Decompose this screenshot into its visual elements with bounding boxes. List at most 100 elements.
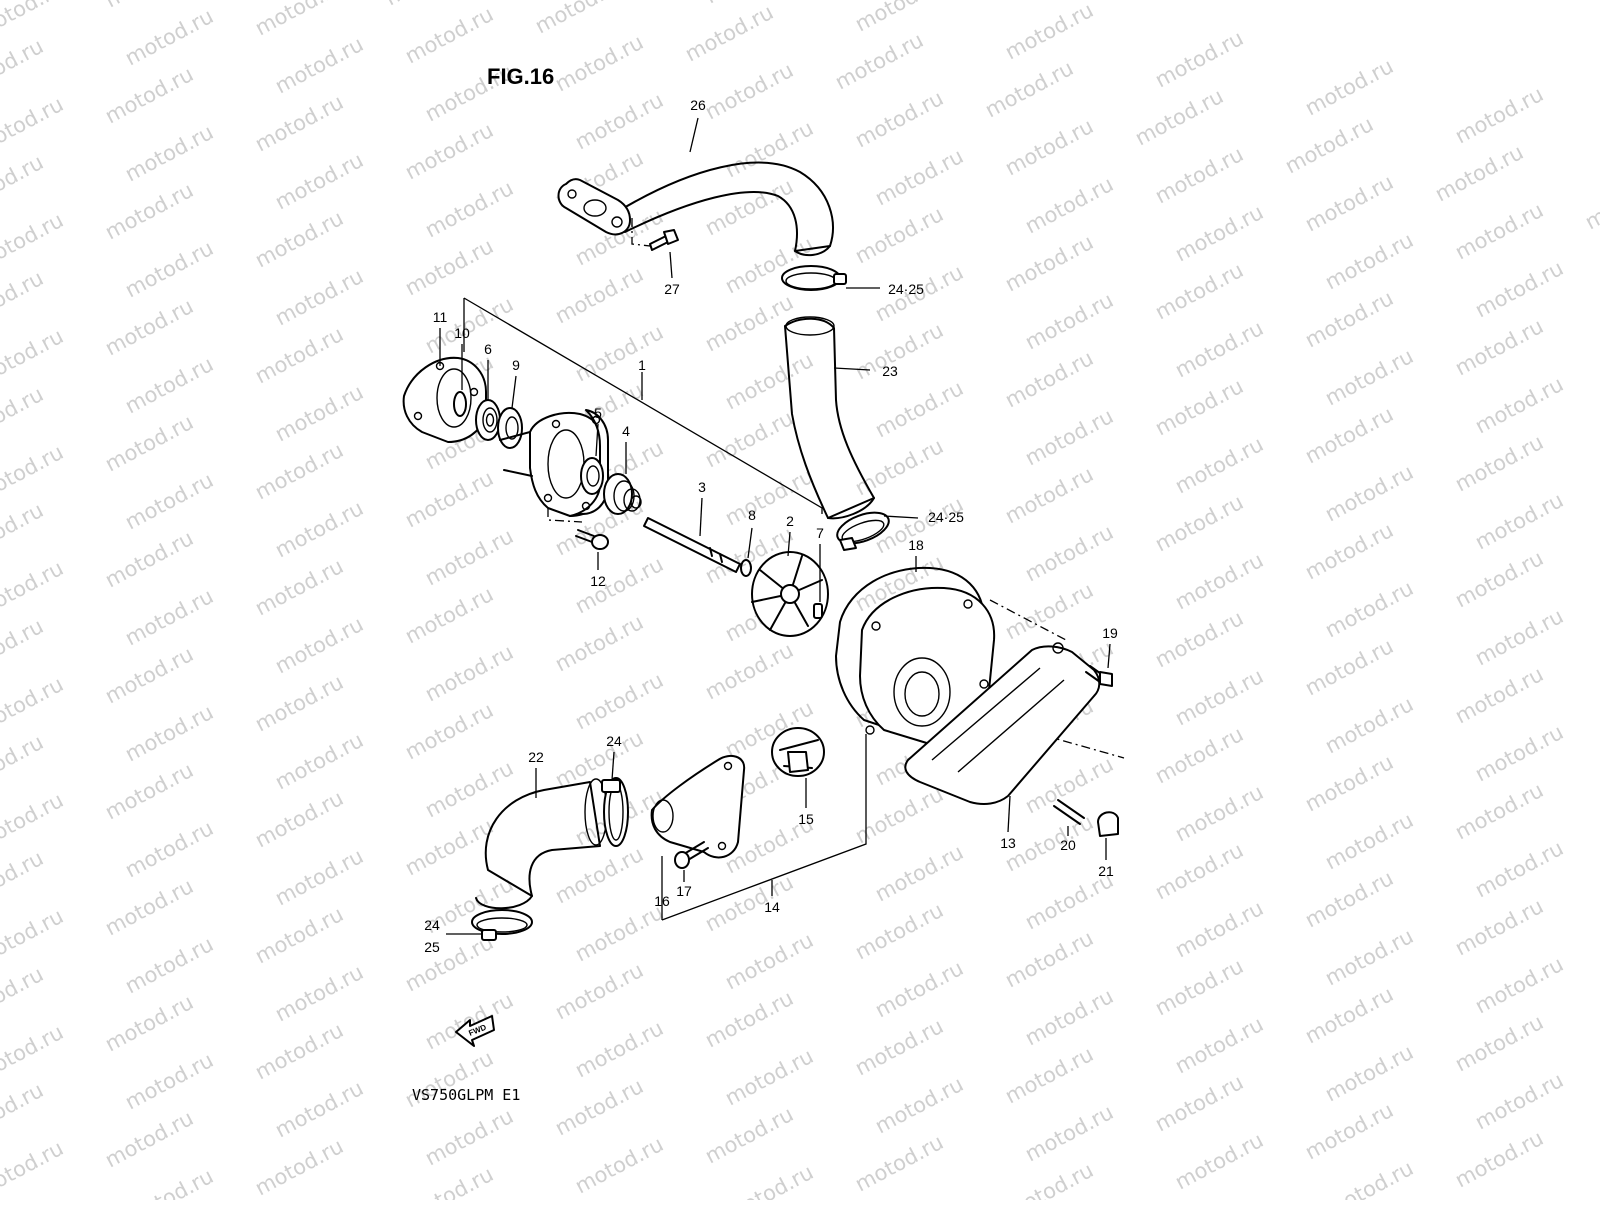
watermark-text: motod.ru [271,612,367,678]
callout-27: 27 [664,281,680,297]
part-5-seal [580,457,604,495]
watermark-text: motod.ru [101,758,197,824]
callout-8: 8 [748,507,756,523]
watermark-text: motod.ru [121,1164,217,1200]
watermark-text: motod.ru [121,816,217,882]
part-13-cover [904,642,1101,805]
part-7-pin [813,603,823,619]
watermark-text: motod.ru [0,92,67,158]
watermark-text: motod.ru [251,786,347,852]
callout-22: 22 [528,749,544,765]
watermark-text: motod.ru [101,178,197,244]
watermark-text: motod.ru [1301,286,1397,352]
watermark-text: motod.ru [271,264,367,330]
watermark-text: motod.ru [1001,1042,1097,1108]
watermark-text: motod.ru [421,1104,517,1170]
watermark-text: motod.ru [1321,228,1417,294]
watermark-text: motod.ru [1151,606,1247,672]
watermark-text: motod.ru [251,902,347,968]
watermark-text: motod.ru [1171,664,1267,730]
watermark-text: motod.ru [101,62,197,128]
watermark-text: motod.ru [721,348,817,414]
model-code: VS750GLPM E1 [412,1086,520,1104]
callout-9: 9 [512,357,520,373]
watermark-text: motod.ru [121,236,217,302]
watermark-text: motod.ru [1581,168,1600,234]
watermark-text: motod.ru [721,116,817,182]
watermark-text: motod.ru [251,0,347,40]
watermark-text: motod.ru [271,844,367,910]
watermark-text: motod.ru [701,1102,797,1168]
part-14-thermostat-housing [650,754,746,859]
watermark-text: motod.ru [851,898,947,964]
callout-2: 2 [786,513,794,529]
watermark-text: motod.ru [121,120,217,186]
pump-cover [859,586,996,745]
watermark-text: motod.ru [421,524,517,590]
watermark-text: motod.ru [1301,750,1397,816]
watermark-text: motod.ru [701,290,797,356]
watermark-text: motod.ru [1451,82,1547,148]
watermark-text: motod.ru [701,406,797,472]
callout-19: 19 [1102,625,1118,641]
watermark-text: motod.ru [871,956,967,1022]
watermark-text: motod.ru [1451,430,1547,496]
watermark-text: motod.ru [1281,112,1377,178]
watermark-text: motod.ru [1021,520,1117,586]
watermark-text: motod.ru [1001,114,1097,180]
watermark-text: motod.ru [401,234,497,300]
assembly-line-27 [631,218,651,247]
watermark-text: motod.ru [0,904,67,970]
watermark-text: motod.ru [571,1016,667,1082]
watermark-text: motod.ru [831,28,927,94]
watermark-text: motod.ru [421,756,517,822]
callout-15: 15 [798,811,814,827]
watermark-text: motod.ru [1321,1040,1417,1106]
watermark-text: motod.ru [1151,142,1247,208]
part-8-oring [740,559,752,577]
callout-10: 10 [454,325,470,341]
watermark-text: motod.ru [1151,1070,1247,1136]
watermark-text: motod.ru [1471,720,1567,786]
watermark-text: motod.ru [851,1130,947,1196]
watermark-text: motod.ru [121,700,217,766]
watermark-text: motod.ru [271,960,367,1026]
watermark-text: motod.ru [1021,1100,1117,1166]
watermark-text: motod.ru [1171,548,1267,614]
watermark-text: motod.ru [551,610,647,676]
watermark-text: motod.ru [1321,1156,1417,1200]
callout-3: 3 [698,479,706,495]
callout-26: 26 [690,97,706,113]
watermark-text: motod.ru [101,874,197,940]
watermark-text: motod.ru [251,322,347,388]
watermark-text: motod.ru [0,1078,47,1144]
watermark-text: motod.ru [701,986,797,1052]
watermark-text: motod.ru [1471,1068,1567,1134]
watermark-text: motod.ru [0,846,47,912]
watermark-text: motod.ru [0,788,67,854]
watermark-text: motod.ru [551,262,647,328]
watermark-text: motod.ru [1451,662,1547,728]
callout-13: 13 [1000,835,1016,851]
watermark-text: motod.ru [0,266,47,332]
watermark-text: motod.ru [1171,1128,1267,1194]
watermark-text: motod.ru [0,208,67,274]
part-4-mechanical-seal [603,473,642,515]
callout-20: 20 [1060,837,1076,853]
watermark-text: motod.ru [1001,1158,1097,1200]
watermark-text: motod.ru [681,0,777,66]
watermark-text: motod.ru [101,410,197,476]
watermark-text: motod.ru [121,1048,217,1114]
part-22-elbow-hose [475,778,608,910]
watermark-text: motod.ru [1471,372,1567,438]
watermark-text: motod.ru [1021,404,1117,470]
watermark-text: motod.ru [1171,200,1267,266]
callout-18: 18 [908,537,924,553]
watermark-text: motod.ru [701,58,797,124]
part-24-25-clamp-upper [781,265,847,291]
watermark-text: motod.ru [1001,578,1097,644]
watermark-text: motod.ru [701,638,797,704]
watermark-text: motod.ru [1451,778,1547,844]
watermark-text: motod.ru [271,496,367,562]
